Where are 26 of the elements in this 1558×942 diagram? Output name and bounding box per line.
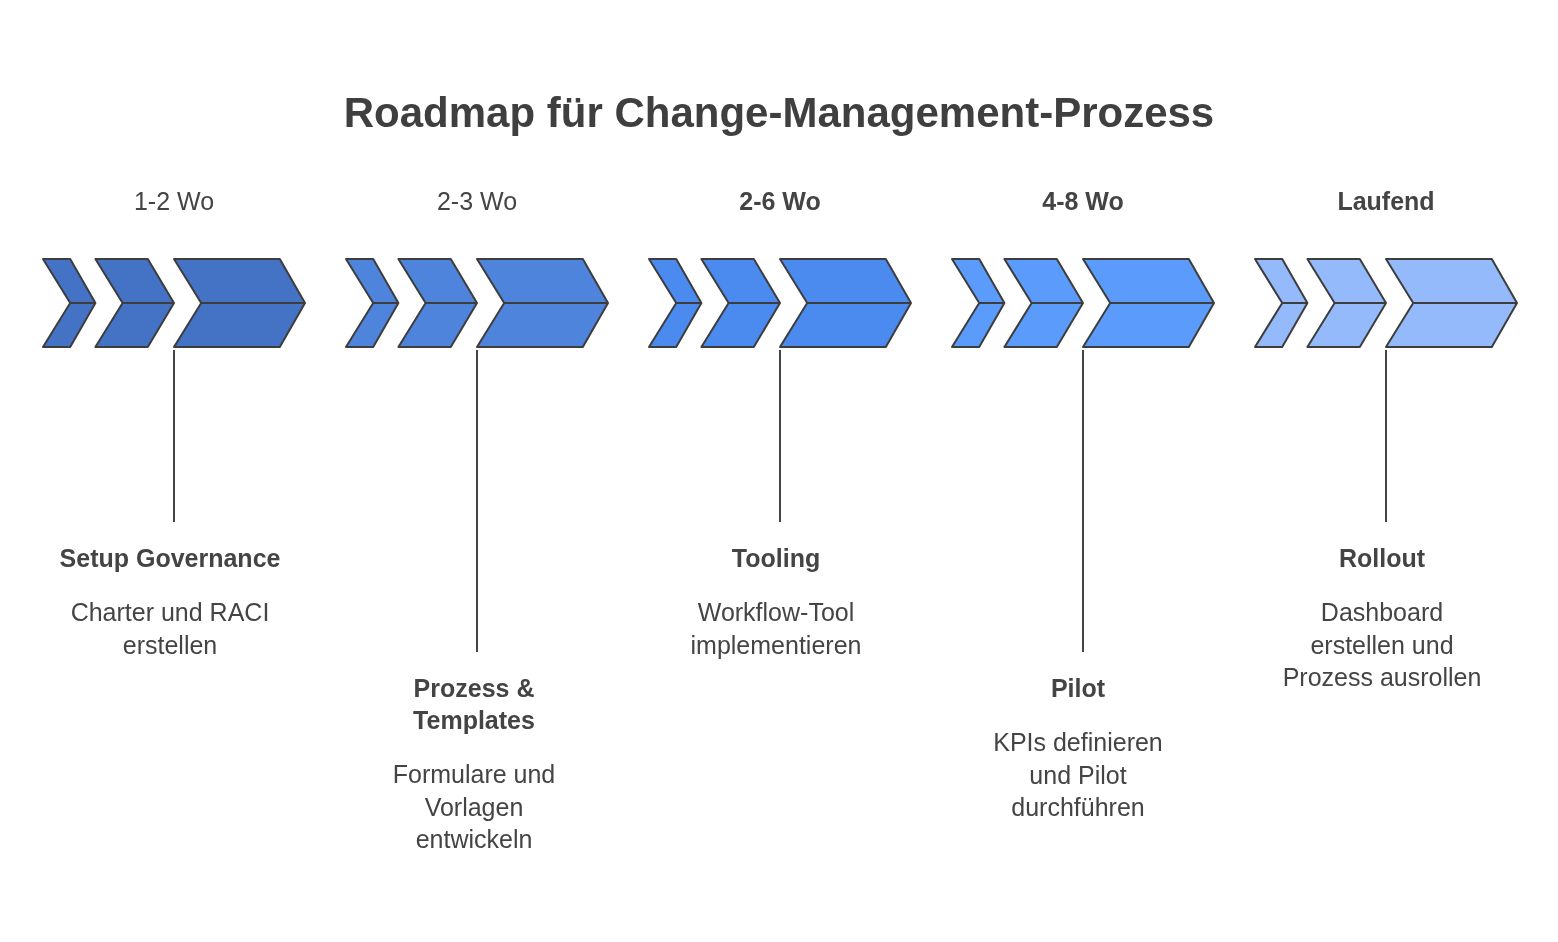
step-description: Workflow-Tool implementieren	[689, 597, 863, 661]
leader-line	[476, 349, 478, 653]
step-description: Charter und RACI erstellen	[69, 597, 271, 661]
duration-label: 2-6 Wo	[739, 186, 821, 216]
chevron-arrows	[1253, 257, 1519, 349]
leader-line	[1385, 349, 1387, 523]
step-description: KPIs definieren und Pilot durchführen	[992, 727, 1164, 823]
leader-line	[173, 349, 175, 523]
duration-label: 1-2 Wo	[133, 186, 215, 216]
step-title: Prozess & Templates	[412, 673, 536, 736]
duration-label: 4-8 Wo	[1042, 186, 1124, 216]
chevron-arrows	[344, 257, 610, 349]
step-title: Pilot	[1050, 673, 1106, 704]
step-title: Rollout	[1338, 543, 1426, 574]
chevron-arrows	[950, 257, 1216, 349]
chevron-arrows	[647, 257, 913, 349]
chevron-arrows	[41, 257, 307, 349]
step-title: Tooling	[731, 543, 821, 574]
leader-line	[1082, 349, 1084, 653]
step-title: Setup Governance	[59, 543, 281, 574]
duration-label: 2-3 Wo	[436, 186, 518, 216]
duration-label: Laufend	[1337, 186, 1435, 216]
step-description: Formulare und Vorlagen entwickeln	[391, 759, 557, 855]
step-description: Dashboard erstellen und Prozess ausrollen	[1281, 597, 1483, 693]
diagram-title: Roadmap für Change-Management-Prozess	[343, 88, 1215, 138]
leader-line	[779, 349, 781, 523]
